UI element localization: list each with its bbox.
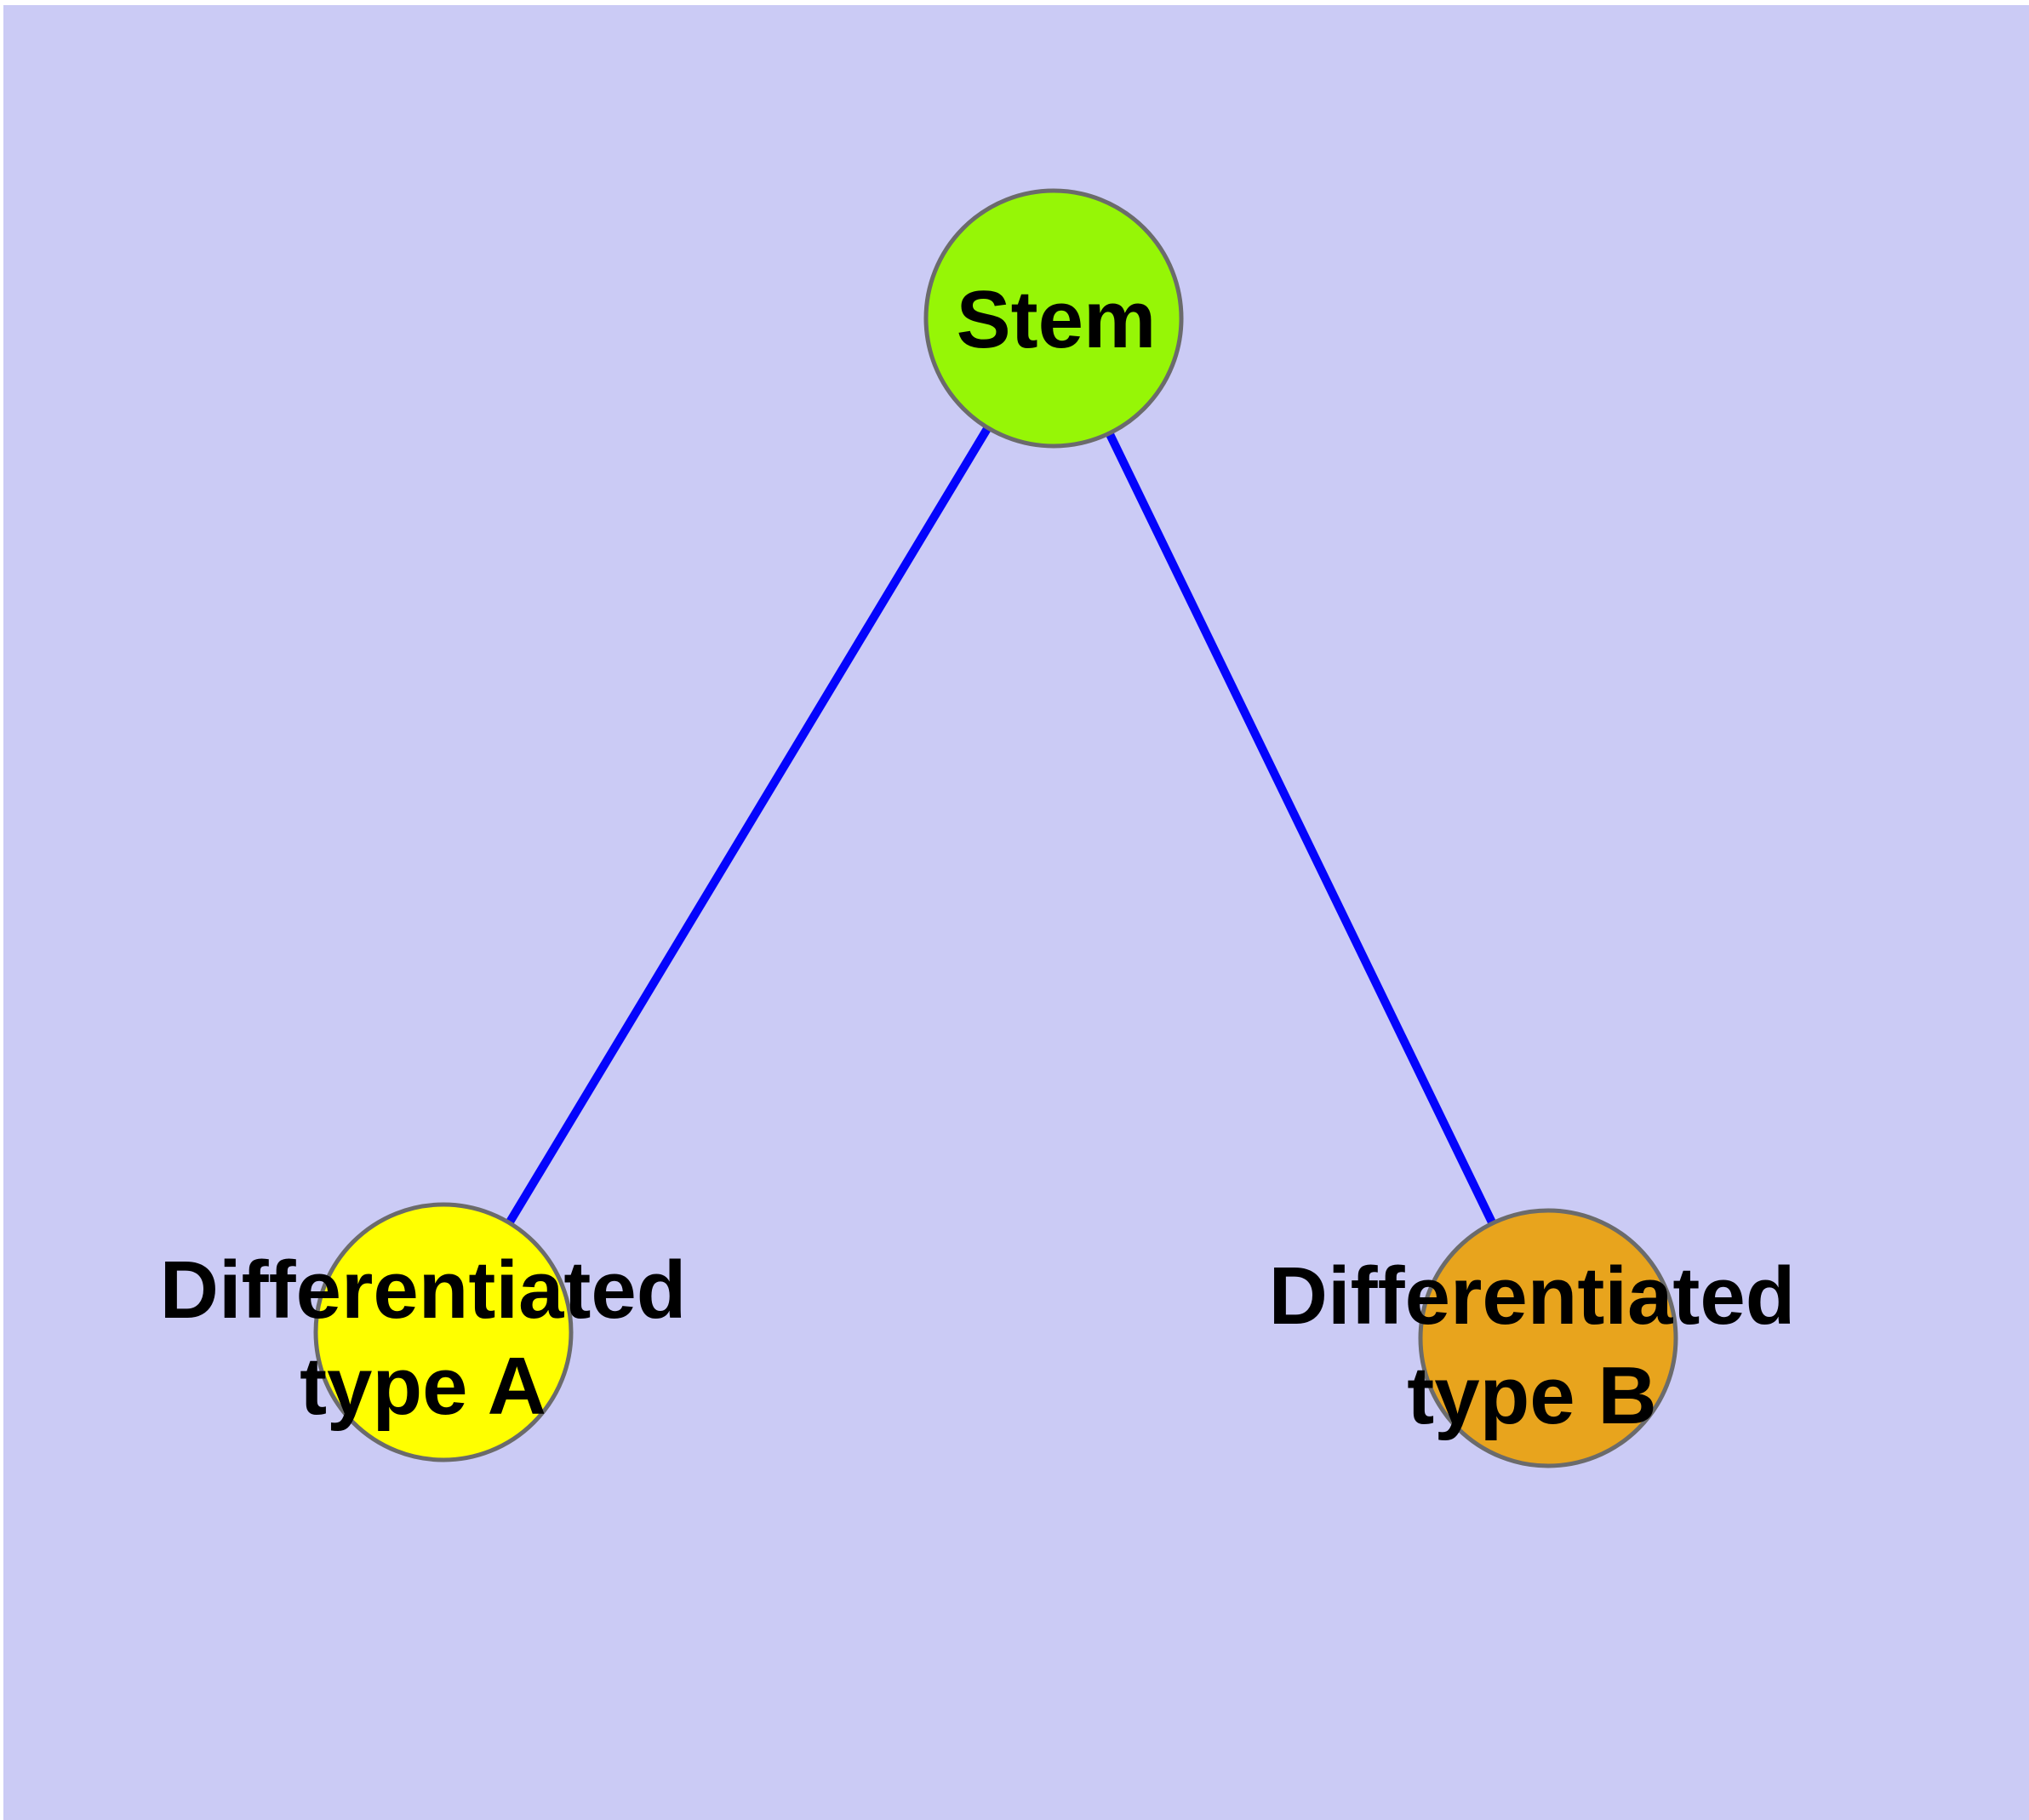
node-stem-circle	[923, 188, 1184, 449]
node-differentiated-type-b: Differentiated type B	[1269, 1208, 1796, 1468]
node-type-b-label-line2: type B	[1407, 1350, 1656, 1441]
node-differentiated-type-a: Differentiated type A	[160, 1202, 687, 1462]
node-type-a-circle	[313, 1202, 574, 1462]
node-stem-label: Stem	[957, 274, 1157, 365]
node-type-b-circle	[1418, 1208, 1678, 1468]
node-stem: Stem	[923, 188, 1184, 449]
node-type-a-label-line2: type A	[300, 1341, 546, 1432]
node-type-a-label-line1: Differentiated	[160, 1245, 687, 1336]
edge-group	[439, 316, 1552, 1341]
edge-stem-to-type-b	[1049, 316, 1552, 1341]
edge-stem-to-type-a	[439, 316, 1058, 1335]
node-type-b-label-line1: Differentiated	[1269, 1251, 1796, 1342]
